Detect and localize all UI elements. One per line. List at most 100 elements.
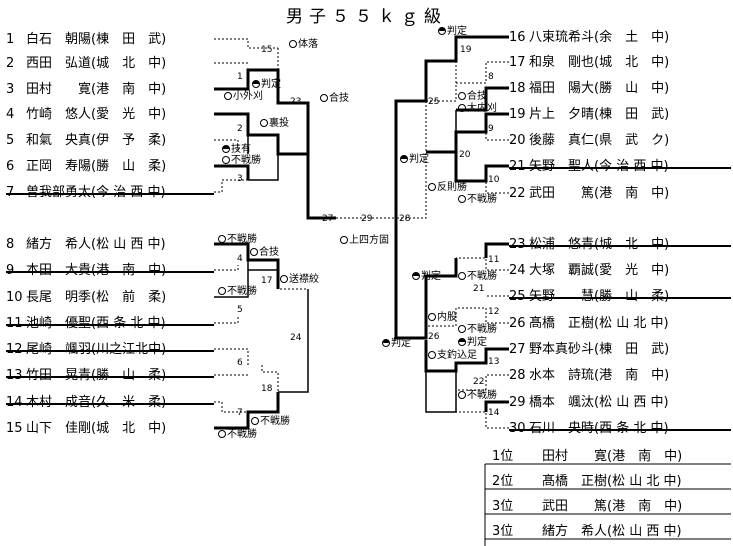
method-label: 合技	[320, 93, 349, 104]
open-circle-icon	[280, 275, 288, 283]
open-circle-icon	[250, 248, 258, 256]
method-label: 合技	[458, 91, 487, 102]
open-circle-icon	[289, 40, 297, 48]
method-label: 不戦勝	[218, 234, 257, 245]
method-label: 判定	[252, 79, 281, 90]
method-label: 不戦勝	[458, 194, 497, 205]
match-no-1: 1	[237, 72, 243, 82]
half-filled-circle-icon	[222, 145, 230, 153]
method-label: 不戦勝	[222, 155, 261, 166]
half-filled-circle-icon	[458, 338, 466, 346]
open-circle-icon	[218, 430, 226, 438]
method-label: 判定	[400, 154, 429, 165]
match-no-10: 10	[488, 175, 500, 185]
match-no-23: 23	[290, 97, 302, 107]
open-circle-icon	[218, 287, 226, 295]
open-circle-icon	[458, 391, 466, 399]
open-circle-icon	[320, 94, 328, 102]
match-no-2: 2	[237, 124, 243, 134]
method-label: 送襟絞	[280, 274, 319, 285]
match-no-26: 26	[428, 332, 440, 342]
open-circle-icon	[458, 195, 466, 203]
match-no-28: 28	[399, 214, 411, 224]
match-no-3: 3	[237, 174, 243, 184]
match-no-17: 17	[261, 276, 273, 286]
result-row-3: 3位武田 篤(港 南 中)	[492, 499, 683, 514]
open-circle-icon	[224, 92, 232, 100]
match-no-19: 19	[460, 45, 472, 55]
match-no-6: 6	[237, 358, 243, 368]
method-label: 不戦勝	[251, 416, 290, 427]
result-row-4: 3位緒方 希人(松 山 西 中)	[492, 524, 682, 539]
match-no-9: 9	[488, 124, 494, 134]
method-label: 不戦勝	[458, 324, 497, 335]
half-filled-circle-icon	[412, 272, 420, 280]
open-circle-icon	[458, 92, 466, 100]
open-circle-icon	[458, 272, 466, 280]
open-circle-icon	[222, 156, 230, 164]
match-no-7: 7	[237, 408, 243, 418]
method-label: 上四方固	[340, 235, 389, 246]
match-no-14: 14	[488, 408, 500, 418]
half-filled-circle-icon	[438, 27, 446, 35]
method-label: 不戦勝	[458, 271, 497, 282]
open-circle-icon	[458, 104, 466, 112]
match-no-15: 15	[261, 45, 273, 55]
half-filled-circle-icon	[400, 155, 408, 163]
method-label: 小外刈	[224, 91, 263, 102]
method-label: 内股	[428, 312, 457, 323]
method-label: 不戦勝	[458, 390, 497, 401]
method-label: 技有	[222, 144, 251, 155]
match-no-13: 13	[488, 357, 500, 367]
method-label: 判定	[438, 26, 467, 37]
match-no-24: 24	[290, 333, 302, 343]
method-label: 裏投	[260, 118, 289, 129]
method-label: 体落	[289, 39, 318, 50]
method-label: 反則勝	[428, 182, 467, 193]
match-no-18: 18	[261, 384, 273, 394]
method-label: 判定	[382, 338, 411, 349]
result-row-2: 2位髙橋 正樹(松 山 北 中)	[492, 474, 682, 489]
match-no-22: 22	[473, 377, 485, 387]
match-no-21: 21	[473, 284, 485, 294]
open-circle-icon	[428, 313, 436, 321]
open-circle-icon	[340, 236, 348, 244]
method-label: 大内刈	[458, 103, 497, 114]
method-label: 支釣込足	[428, 350, 477, 361]
method-label: 判定	[458, 337, 487, 348]
match-no-25: 25	[428, 97, 440, 107]
match-no-20: 20	[459, 150, 471, 160]
match-no-8: 8	[488, 72, 494, 82]
match-no-5: 5	[237, 305, 243, 315]
open-circle-icon	[251, 417, 259, 425]
half-filled-circle-icon	[252, 80, 260, 88]
method-label: 不戦勝	[218, 429, 257, 440]
open-circle-icon	[428, 351, 436, 359]
method-label: 判定	[412, 271, 441, 282]
